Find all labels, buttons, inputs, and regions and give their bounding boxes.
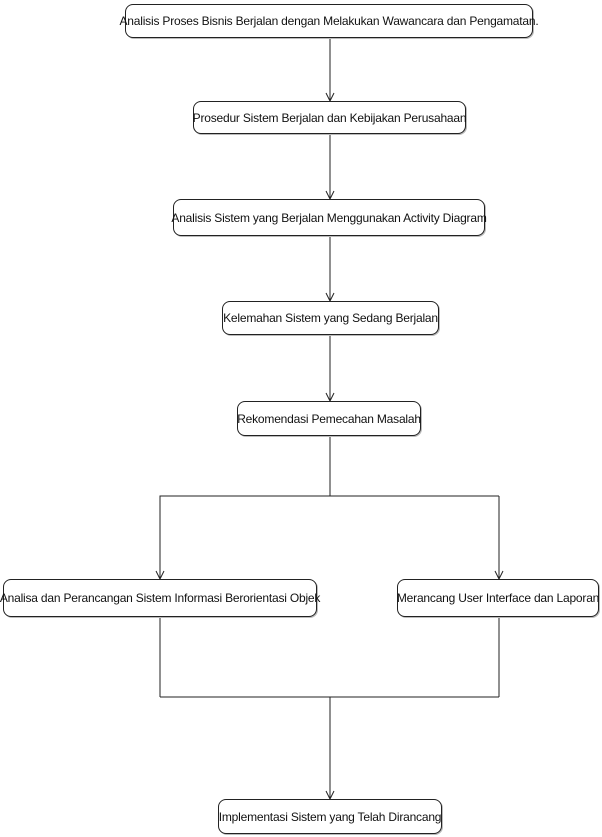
step-box-implementasi: Implementasi Sistem yang Telah Dirancang: [218, 799, 442, 834]
step-box-analisis-proses: Analisis Proses Bisnis Berjalan dengan M…: [120, 4, 539, 38]
step-label: Analisis Proses Bisnis Berjalan dengan M…: [119, 14, 539, 28]
step-label: Analisis Sistem yang Berjalan Menggunaka…: [171, 210, 487, 225]
step-label: Prosedur Sistem Berjalan dan Kebijakan P…: [192, 110, 467, 125]
step-label: Rekomendasi Pemecahan Masalah: [237, 411, 421, 426]
split-connector: [159, 436, 331, 500]
step-box-analisa-perancangan: Analisa dan Perancangan Sistem Informasi…: [0, 579, 321, 617]
step-label: Analisa dan Perancangan Sistem Informasi…: [0, 591, 321, 605]
step-label: Merancang User Interface dan Laporan: [396, 591, 600, 605]
step-box-rekomendasi: Rekomendasi Pemecahan Masalah: [237, 401, 421, 436]
step-box-analisis-sistem: Analisis Sistem yang Berjalan Menggunaka…: [171, 199, 487, 236]
step-box-merancang-ui: Merancang User Interface dan Laporan: [397, 579, 599, 617]
step-label: Kelemahan Sistem yang Sedang Berjalan: [223, 311, 438, 325]
step-box-kelemahan-sistem: Kelemahan Sistem yang Sedang Berjalan: [222, 301, 439, 335]
step-box-prosedur-sistem: Prosedur Sistem Berjalan dan Kebijakan P…: [192, 101, 467, 134]
step-label: Implementasi Sistem yang Telah Dirancang: [218, 809, 442, 824]
